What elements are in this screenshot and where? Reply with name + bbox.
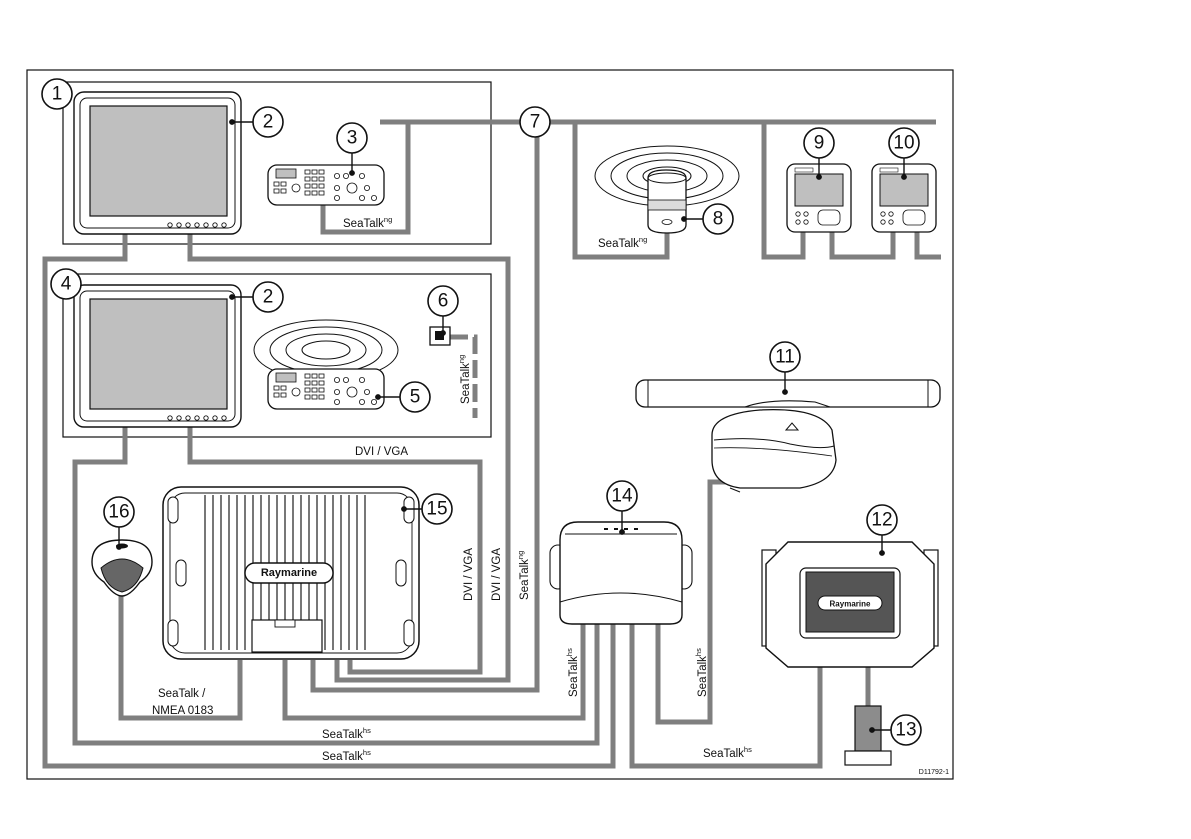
callout-1: 1 (42, 79, 72, 109)
svg-text:15: 15 (426, 499, 447, 520)
svg-text:10: 10 (893, 133, 914, 154)
svg-text:1: 1 (52, 84, 63, 105)
callout-12: 12 (867, 505, 897, 535)
svg-text:9: 9 (814, 133, 825, 154)
svg-text:13: 13 (895, 720, 916, 741)
label-seatalk-hs-sonar: SeaTalkhs (703, 745, 752, 760)
svg-text:7: 7 (530, 112, 541, 133)
callout-2a: 2 (253, 107, 283, 137)
sonar-module-12: Raymarine (762, 542, 938, 667)
label-seatalk-slash: SeaTalk / (158, 688, 206, 700)
callout-10: 10 (889, 128, 919, 158)
display-screen (90, 299, 227, 409)
network-switch-14 (550, 522, 692, 624)
display-screen (90, 106, 227, 216)
svg-text:8: 8 (713, 209, 724, 230)
multifunction-display-1 (74, 92, 241, 234)
label-seatalk-ng-3: SeaTalkng (343, 215, 392, 230)
callout-14: 14 (607, 481, 637, 511)
svg-text:5: 5 (410, 387, 421, 408)
drawing-reference: D11792-1 (919, 769, 949, 776)
callout-11: 11 (770, 342, 800, 372)
callout-13: 13 (891, 715, 921, 745)
sensor-pod-16 (92, 540, 152, 596)
callout-6: 6 (428, 286, 458, 316)
callout-8: 8 (703, 204, 733, 234)
label-seatalk-ng-vertical: SeaTalkng (516, 551, 531, 600)
callout-7: 7 (520, 107, 550, 137)
keypad-controller-3 (268, 165, 384, 205)
label-dvi-vga-vertical-1: DVI / VGA (463, 548, 475, 601)
label-nmea-0183: NMEA 0183 (152, 705, 213, 717)
svg-text:2: 2 (263, 287, 274, 308)
svg-text:12: 12 (871, 510, 892, 531)
callout-3: 3 (337, 123, 367, 153)
sensor-6 (430, 327, 450, 345)
svg-text:2: 2 (263, 112, 274, 133)
label-seatalk-hs-radar: SeaTalkhs (694, 648, 709, 697)
label-seatalk-hs-display: SeaTalkhs (322, 748, 371, 763)
callout-5: 5 (400, 382, 430, 412)
brand-logo: Raymarine (261, 567, 317, 579)
svg-text:14: 14 (611, 486, 633, 507)
svg-text:4: 4 (61, 274, 72, 295)
black-box-processor-15: Raymarine (163, 487, 419, 659)
callout-9: 9 (804, 128, 834, 158)
callout-16: 16 (104, 497, 134, 527)
svg-text:3: 3 (347, 128, 358, 149)
svg-text:11: 11 (775, 347, 795, 368)
svg-text:6: 6 (438, 291, 449, 312)
radar-scanner-11 (636, 380, 940, 492)
transducer-13 (845, 706, 891, 765)
callout-4: 4 (51, 269, 81, 299)
brand-logo: Raymarine (830, 600, 871, 609)
label-dvi-vga-vertical-2: DVI / VGA (491, 548, 503, 601)
multifunction-display-2 (74, 285, 241, 427)
label-seatalk-hs-15: SeaTalkhs (322, 726, 371, 741)
callout-15: 15 (422, 494, 452, 524)
label-seatalk-ng-6: SeaTalkng (457, 355, 472, 404)
label-seatalk-ng-8: SeaTalkng (598, 235, 647, 250)
svg-text:16: 16 (108, 502, 129, 523)
wireless-keypad-5 (254, 320, 398, 409)
label-dvi-vga: DVI / VGA (355, 446, 408, 458)
label-seatalk-hs-14: SeaTalkhs (565, 648, 580, 697)
callout-2b: 2 (253, 282, 283, 312)
